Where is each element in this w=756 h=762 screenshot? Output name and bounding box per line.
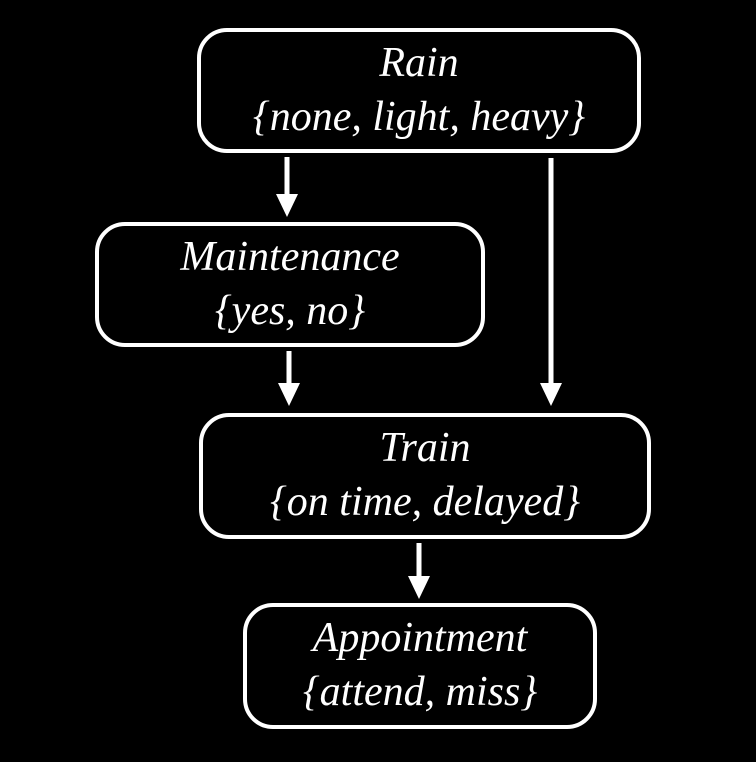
- edge-rain-to-maintenance: [276, 157, 298, 217]
- node-appointment-domain: {attend, miss}: [302, 669, 538, 715]
- node-maintenance-label: Maintenance: [180, 233, 400, 280]
- node-train-label: Train: [379, 425, 471, 472]
- node-maintenance-domain: {yes, no}: [214, 287, 366, 334]
- node-maintenance: Maintenance {yes, no}: [95, 222, 485, 347]
- edge-maintenance-to-train: [278, 351, 300, 406]
- node-rain-domain: {none, light, heavy}: [252, 93, 586, 140]
- edge-rain-to-train: [540, 158, 562, 406]
- node-rain-label: Rain: [379, 39, 459, 86]
- node-train-domain: {on time, delayed}: [270, 479, 580, 525]
- node-train: Train {on time, delayed}: [199, 413, 651, 539]
- node-appointment: Appointment {attend, miss}: [243, 603, 597, 729]
- node-appointment-label: Appointment: [312, 615, 528, 662]
- node-rain: Rain {none, light, heavy}: [197, 28, 641, 153]
- edge-train-to-appointment: [408, 543, 430, 599]
